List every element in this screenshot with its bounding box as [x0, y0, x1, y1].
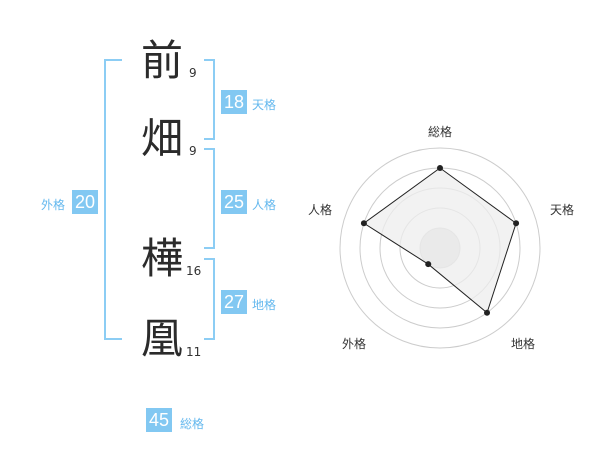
radar-points: [360, 165, 520, 316]
radar-axis-label-tenkaku: 天格: [550, 203, 575, 217]
tenkaku-label: 天格: [252, 98, 277, 112]
radar-axis-label-chikaku: 地格: [511, 337, 536, 351]
gaikaku-value: 20: [72, 190, 98, 214]
radar-grid-ring: [339, 147, 541, 349]
jinkaku-bracket-top: [204, 148, 215, 150]
jinkaku-bracket-vertical: [213, 148, 215, 249]
tenkaku-bracket-bottom: [204, 138, 215, 140]
tenkaku-bracket-vertical: [213, 59, 215, 140]
jinkaku-value: 25: [221, 190, 247, 214]
name-char-3: 樺: [141, 234, 184, 283]
chikaku-bracket-top: [204, 258, 215, 260]
gaikaku-bracket-top: [104, 59, 122, 61]
tenkaku-value: 18: [221, 90, 247, 114]
radar-axis-label-jinkaku: 人格: [308, 203, 333, 217]
radar-point-3: [425, 261, 432, 268]
name-char-2: 畑: [141, 114, 184, 163]
jinkaku-bracket-bottom: [204, 247, 215, 249]
radar-point-2: [484, 309, 491, 316]
name-char-2-strokes: 9: [189, 144, 197, 158]
chikaku-label: 地格: [252, 298, 277, 312]
radar-point-4: [360, 220, 367, 227]
tenkaku-bracket-top: [204, 59, 215, 61]
radar-series-polygon: [363, 167, 517, 314]
radar-axis-label-gaikaku: 外格: [342, 337, 367, 351]
name-char-1-strokes: 9: [189, 66, 197, 80]
name-char-4-strokes: 11: [186, 345, 202, 359]
name-char-4: 凰: [141, 314, 184, 363]
gaikaku-bracket-vertical: [104, 59, 106, 340]
chikaku-bracket-vertical: [213, 258, 215, 340]
radar-point-0: [437, 165, 443, 171]
gaikaku-bracket-bottom: [104, 338, 122, 340]
radar-axis-label-soukaku: 総格: [428, 125, 453, 139]
gaikaku-label: 外格: [41, 198, 66, 212]
chikaku-value: 27: [221, 290, 247, 314]
soukaku-value: 45: [146, 408, 172, 432]
name-char-3-strokes: 16: [186, 264, 202, 278]
chikaku-bracket-bottom: [204, 338, 215, 340]
radar-point-1: [513, 220, 520, 227]
soukaku-label: 総格: [180, 417, 205, 431]
name-char-1: 前: [141, 36, 184, 85]
jinkaku-label: 人格: [252, 198, 277, 212]
